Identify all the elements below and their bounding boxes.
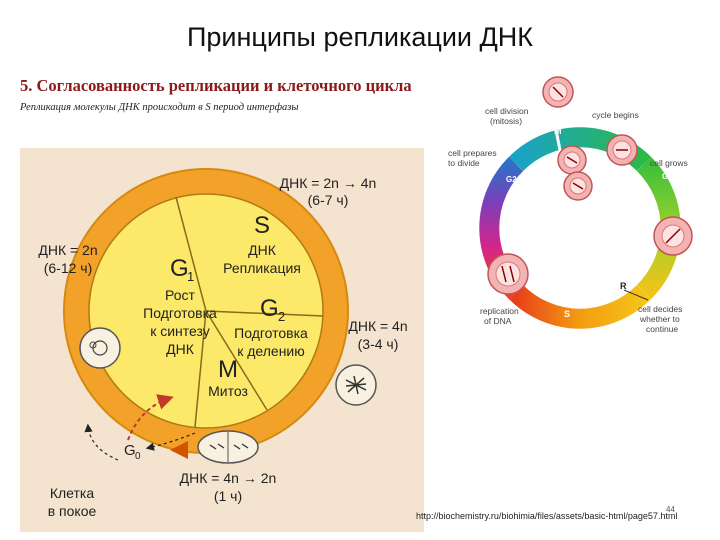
label-right-line2: (3-4 ч)	[358, 336, 399, 352]
label-bottom-line1: ДНК = 4n → 2n	[180, 470, 277, 486]
phase-g2-line1: Подготовка	[234, 325, 308, 341]
m-to-g0-arrow	[145, 432, 196, 451]
phase-g1-label: G1	[662, 172, 673, 181]
ann-cell-prepares-2: to divide	[448, 158, 480, 168]
phase-g2-sub: 2	[278, 309, 285, 324]
phase-g2-label: G2	[506, 175, 517, 184]
ann-replication-1: replication	[480, 306, 519, 316]
phase-g1-sub: 1	[187, 269, 194, 284]
colored-cycle-diagram: M G1 G2 S R cell division (mitosis) cycl…	[448, 76, 693, 334]
ann-cell-decides-2: whether to	[639, 314, 680, 324]
cell-dividing	[557, 145, 593, 201]
phase-m-label: M	[554, 126, 562, 136]
phase-m-line1: Митоз	[208, 383, 248, 399]
ann-cell-decides-3: continue	[646, 324, 678, 334]
phase-g2-letter: G	[260, 295, 279, 322]
phase-s-label: S	[564, 309, 570, 319]
phase-g2-line2: к делению	[237, 343, 305, 359]
label-bottom-line2: (1 ч)	[214, 488, 242, 504]
dividing-cell-icon	[197, 430, 259, 464]
divider-s-g2	[205, 310, 324, 317]
phase-s-line2: Репликация	[223, 260, 301, 276]
ann-cell-prepares-1: cell prepares	[448, 148, 497, 158]
phase-m-letter: M	[218, 356, 238, 383]
divider-g1-s	[175, 196, 207, 312]
phase-g1-line1: Рост	[165, 287, 196, 303]
label-rest-line1: Клетка	[50, 485, 94, 501]
label-left-line2: (6-12 ч)	[44, 260, 93, 276]
phase-s-line1: ДНК	[248, 242, 277, 258]
phase-g1-letter: G	[170, 255, 189, 282]
cell-replication	[487, 253, 529, 295]
divider-g2-m	[205, 310, 268, 411]
label-top-line1: ДНК = 2n → 4n	[280, 175, 377, 191]
label-rest-line2: в покое	[48, 503, 97, 519]
r-marker-line	[623, 289, 649, 301]
cell-grows	[653, 216, 693, 256]
cell-cycle-panel: S ДНК Репликация G 1 Рост Подготовка к с…	[20, 148, 424, 532]
ann-cell-decides-1: cell decides	[638, 304, 682, 314]
ring-segment-bottom	[508, 284, 652, 329]
cell-top	[542, 76, 574, 108]
g0-sub: 0	[135, 451, 141, 462]
section-subtitle: 5. Согласованность репликации и клеточно…	[20, 76, 412, 95]
source-url[interactable]: http://biochemistry.ru/biohimia/files/as…	[416, 511, 678, 521]
phase-s-letter: S	[254, 212, 270, 239]
g0-to-rest-arrow	[84, 423, 119, 461]
label-right-line1: ДНК = 4n	[348, 318, 407, 334]
phase-g1-line2: Подготовка	[143, 305, 217, 321]
g0-letter: G	[124, 442, 136, 459]
ring-arrowhead	[170, 441, 188, 459]
cell-cycle-begins	[606, 134, 638, 166]
ann-replication-2: of DNA	[484, 316, 512, 326]
rest-return-arrow	[127, 394, 174, 441]
page-number: 44	[666, 505, 675, 514]
slide-title: Принципы репликации ДНК	[186, 22, 534, 52]
phase-g1-line4: ДНК	[166, 341, 195, 357]
phase-r-label: R	[620, 281, 627, 291]
ann-cell-division-1: cell division	[485, 106, 529, 116]
cell-cycle-diagram: S ДНК Репликация G 1 Рост Подготовка к с…	[38, 168, 408, 519]
resting-cell-icon	[79, 327, 121, 369]
divider-m-g1	[194, 310, 207, 428]
label-left-line1: ДНК = 2n	[38, 242, 97, 258]
m-divider	[554, 129, 562, 151]
label-top-line2: (6-7 ч)	[308, 192, 349, 208]
ann-cell-grows: cell grows	[650, 158, 688, 168]
g2-cell-icon	[335, 364, 377, 406]
ann-cycle-begins: cycle begins	[592, 110, 639, 120]
phase-g1-line3: к синтезу	[150, 323, 210, 339]
ann-cell-division-2: (mitosis)	[490, 116, 522, 126]
caption-text: Репликация молекулы ДНК происходит в S п…	[20, 102, 299, 113]
